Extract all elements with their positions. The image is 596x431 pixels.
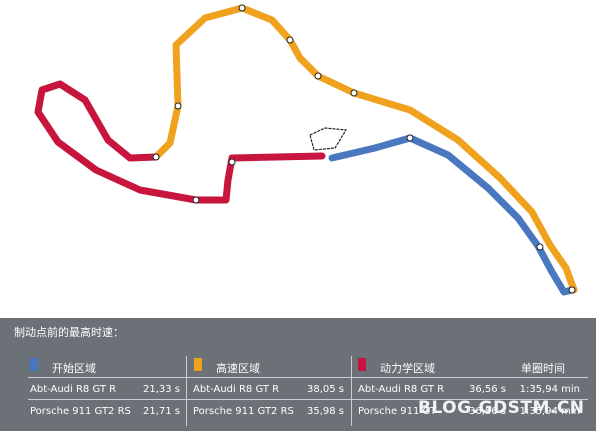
track-marker (174, 102, 182, 110)
track-marker (314, 72, 322, 80)
row1-dynamic-time: 36,56 s (468, 384, 506, 395)
row1-lap-time: 1:35,94 min (519, 384, 580, 395)
start-zone-header: 开始区域 (52, 362, 96, 375)
row2-high-time: 35,98 s (306, 406, 344, 417)
track-dynamic-section (34, 80, 326, 204)
track-marker (152, 153, 160, 161)
row1-high-car: Abt-Audi R8 GT R (193, 384, 280, 395)
row2-start-time: 21,71 s (142, 406, 180, 417)
row2-dynamic-time: 36,56 s (468, 406, 506, 417)
track-marker (238, 4, 246, 12)
track-marker (192, 196, 200, 204)
row-divider (28, 377, 588, 378)
track-marker (228, 158, 236, 166)
row2-high-car: Porsche 911 GT2 RS (193, 406, 294, 417)
watermark: BLOG.GDSTM.CN (418, 398, 585, 418)
row2-dynamic-car: Porsche 911 GT (358, 406, 437, 417)
track-map (34, 4, 578, 296)
dynamic-zone-swatch (358, 358, 366, 371)
high-speed-zone-swatch (194, 358, 202, 371)
lap-time-header: 单圈时间 (521, 362, 565, 375)
track-start-section (328, 134, 576, 296)
column-divider (186, 356, 187, 426)
row1-dynamic-car: Abt-Audi R8 GT R (358, 384, 445, 395)
track-marker (406, 134, 414, 142)
row2-start-car: Porsche 911 GT2 RS (30, 406, 131, 417)
track-marker (568, 286, 576, 294)
row1-start-time: 21,33 s (142, 384, 180, 395)
row1-high-time: 38,05 s (306, 384, 344, 395)
start-zone-swatch (30, 358, 38, 371)
row2-lap-time: 1:35,94 min (519, 406, 580, 417)
track-markers (152, 4, 576, 294)
panel-title: 制动点前的最高时速： (14, 326, 124, 339)
row-divider (28, 399, 588, 400)
row1-start-car: Abt-Audi R8 GT R (30, 384, 117, 395)
pit-building-outline (309, 127, 348, 151)
track-marker (350, 89, 358, 97)
high-speed-zone-header: 高速区域 (216, 362, 260, 375)
column-divider (351, 356, 352, 426)
track-high-speed-section (152, 4, 578, 294)
dynamic-zone-header: 动力学区域 (380, 362, 435, 375)
speed-panel: 制动点前的最高时速： 开始区域 高速区域 动力学区域 单圈时间 Abt-Audi… (0, 318, 596, 431)
track-marker (536, 243, 544, 251)
track-marker (286, 36, 294, 44)
